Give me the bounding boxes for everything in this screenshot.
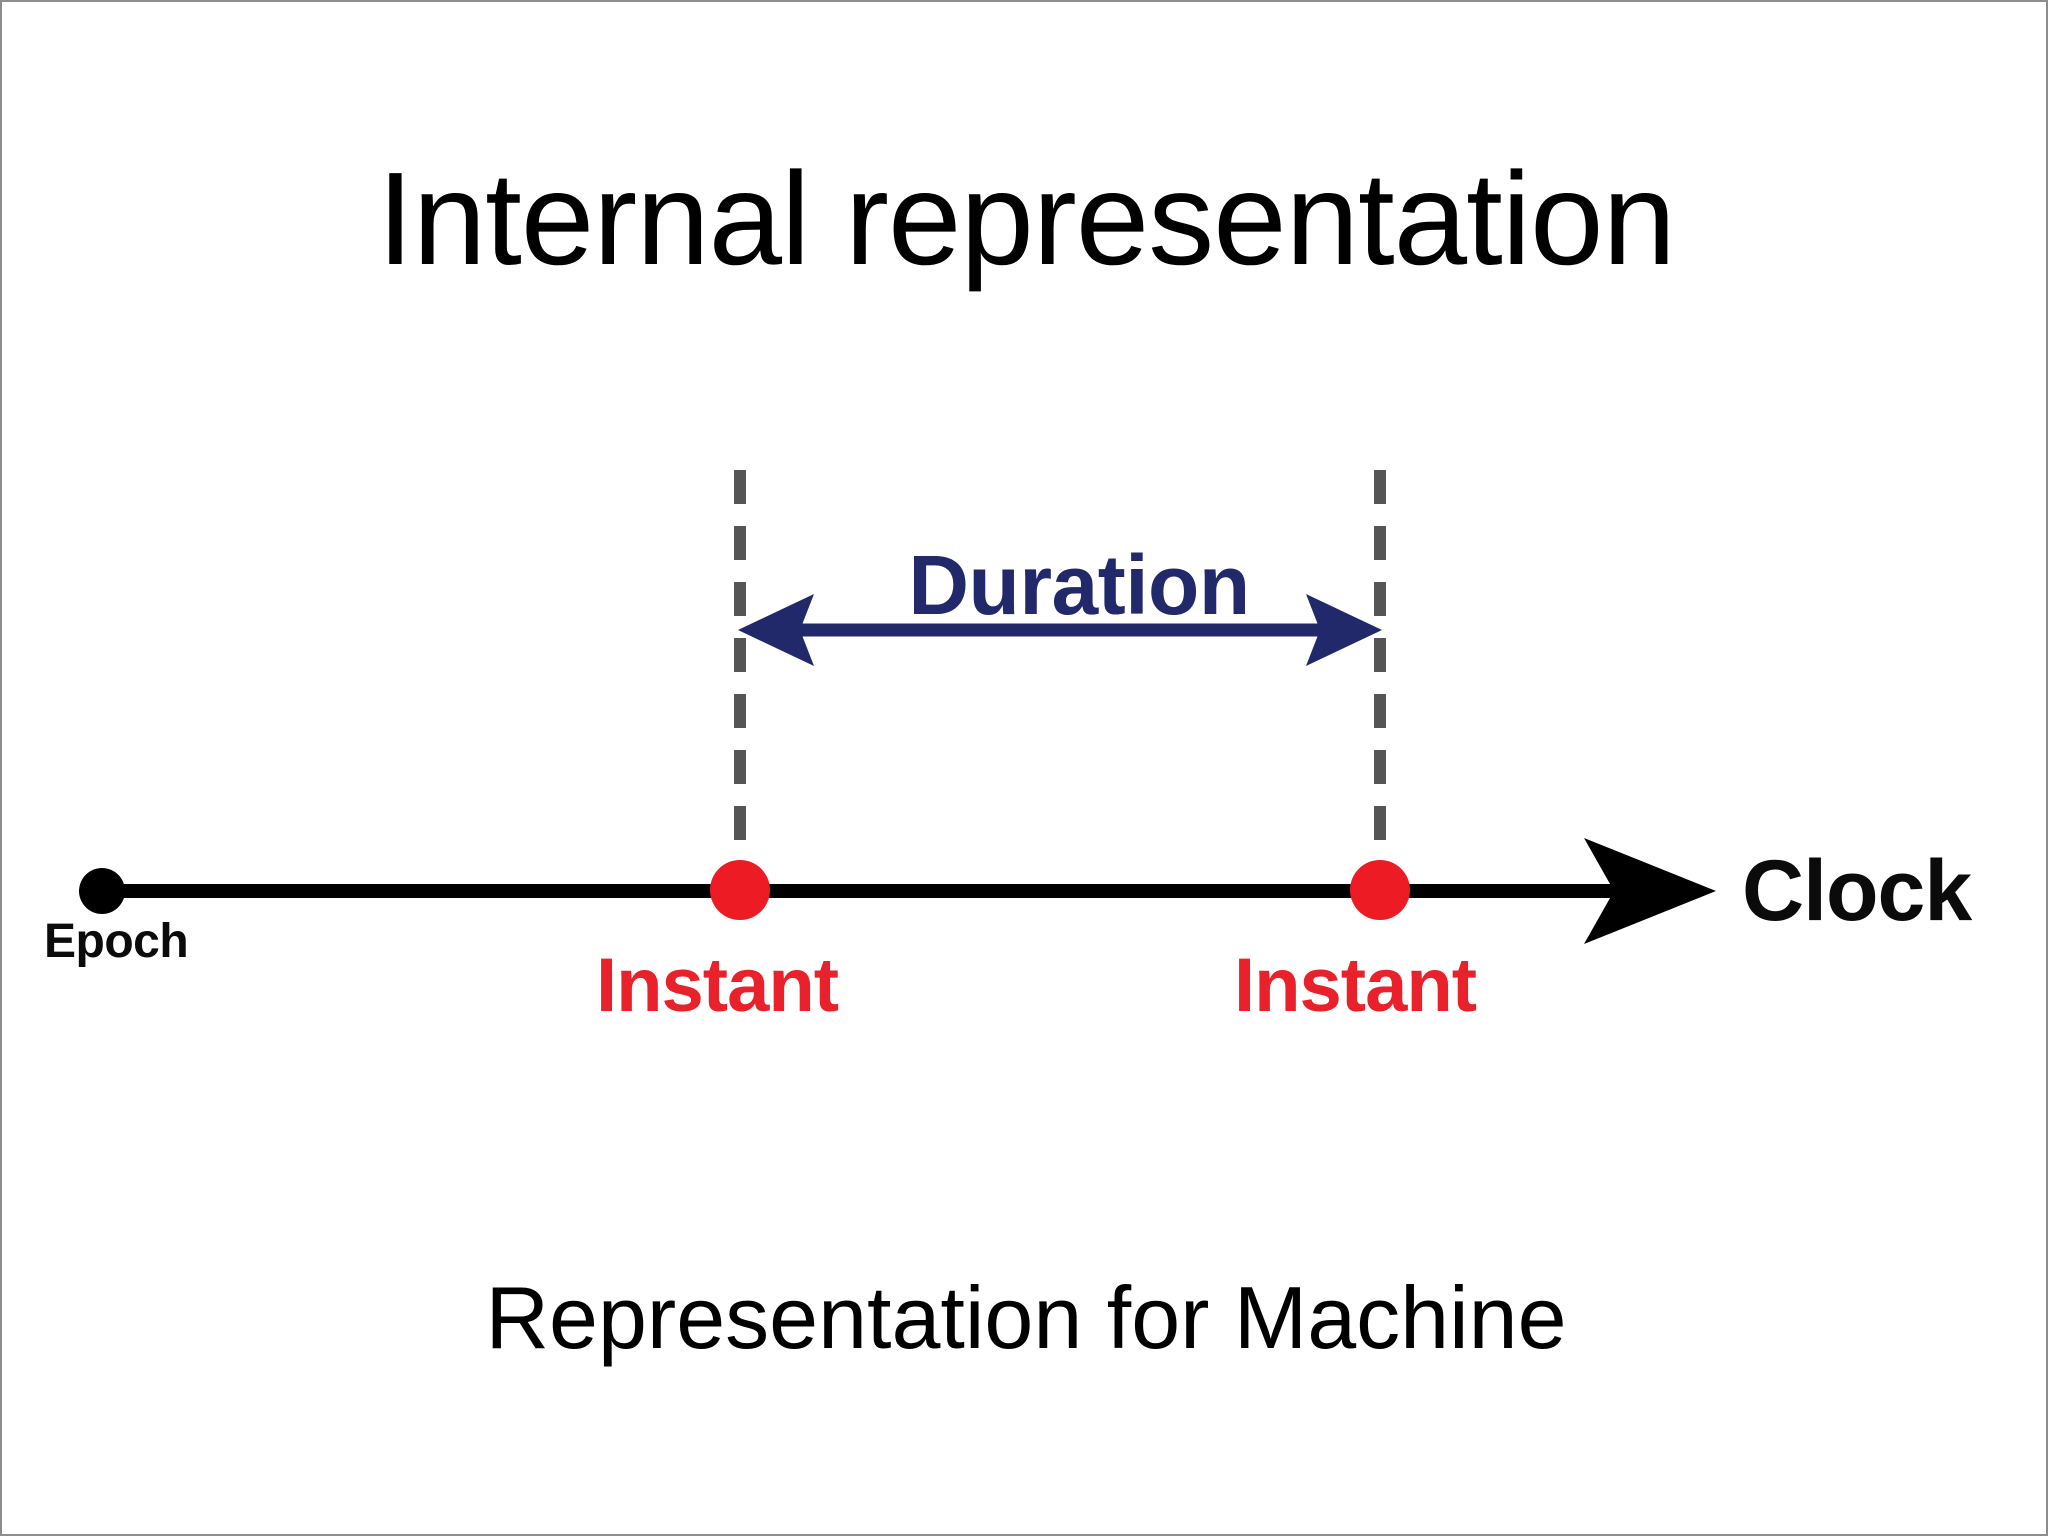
- timeline-arrowhead: [1584, 838, 1716, 944]
- instant-marker-dot-2: [1350, 860, 1410, 920]
- instant-label-1: Instant: [596, 943, 839, 1028]
- slide-caption: Representation for Machine: [485, 1268, 1567, 1367]
- epoch-label: Epoch: [44, 915, 189, 968]
- page-title: Internal representation: [377, 145, 1676, 292]
- epoch-marker-dot: [79, 868, 125, 914]
- instant-marker-dot-1: [710, 860, 770, 920]
- clock-axis-label: Clock: [1742, 843, 1972, 939]
- duration-label-text: Duration: [908, 538, 1250, 632]
- instant-label-2: Instant: [1234, 943, 1477, 1028]
- duration-label: Duration: [2, 537, 2046, 634]
